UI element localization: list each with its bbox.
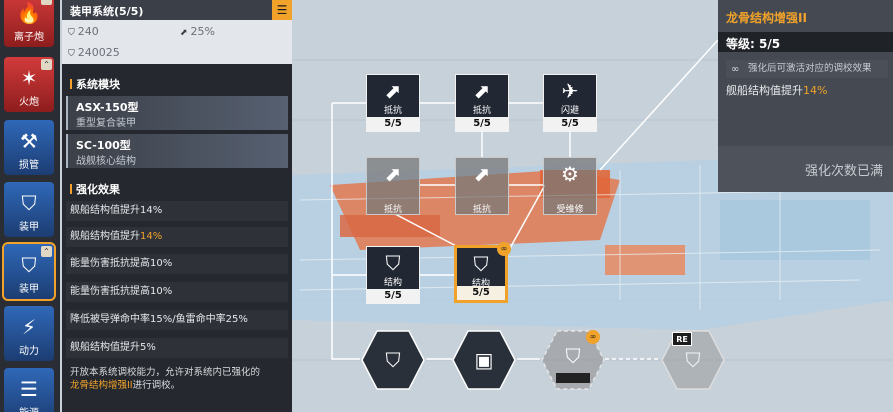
sidebar-item-label: 离子炮 (14, 32, 44, 43)
tree-node-resistance[interactable]: ⬈ 抵抗 5/5 (366, 74, 420, 132)
system-stats: ⛉240 ⬈25% ⛉240025 (62, 20, 292, 64)
structure-up-icon: ⛉ (385, 251, 401, 275)
sidebar-item-ion-cannon[interactable]: 🔥 ⌃ 离子炮 (4, 0, 54, 47)
hull-stat-icon: ⛉ (68, 49, 75, 59)
hex-slot-locked[interactable]: ⛉ (540, 329, 606, 391)
sidebar-item-label: 损管 (19, 160, 39, 171)
armor-system-panel: 装甲系统(5/5) ☰ ⛉240 ⬈25% ⛉240025 系统模块 ASX-1… (62, 0, 292, 412)
effect-row: 舰船结构值提升14% (66, 201, 288, 221)
hex-slot-armor[interactable]: ⛉ (360, 329, 426, 391)
hex-slot-module[interactable]: ▣ (451, 329, 517, 391)
sidebar-item-artillery[interactable]: ✶ ⌃ 火炮 (4, 57, 54, 112)
sidebar-item-energy[interactable]: ☰ 能源 (4, 368, 54, 412)
module-name: ASX-150型 (76, 101, 139, 114)
tree-node-evasion[interactable]: ✈ 闪避 5/5 (543, 74, 597, 132)
detail-level: 等级: 5/5 (726, 37, 781, 51)
system-sidebar: 🔥 ⌃ 离子炮 ✶ ⌃ 火炮 ⚒ 损管 ⛉ 装甲 ⛉ ⌃ 装甲 ⚡ 动力 ☰ 能… (0, 0, 60, 412)
resistance-up-icon: ⬈ (473, 79, 491, 103)
armor-locked-icon: ⛉ (566, 344, 581, 368)
resistance-up-icon: ⬈ (384, 162, 402, 186)
module-name: SC-100型 (76, 139, 131, 152)
tree-node-structure-selected[interactable]: ⛉ 结构 5/5 ∞ (454, 242, 511, 303)
effect-row: 舰船结构值提升5% (66, 338, 288, 358)
armor-reset-icon: ⛉ (686, 348, 701, 372)
artillery-icon: ✶ (20, 66, 38, 90)
damage-control-icon: ⚒ (20, 129, 38, 153)
module-desc: 战舰核心结构 (76, 156, 136, 167)
modules-section-title: 系统模块 (70, 76, 120, 92)
sidebar-item-armor-2[interactable]: ⛉ ⌃ 装甲 (2, 242, 56, 301)
panel-header: 装甲系统(5/5) ☰ (62, 0, 292, 20)
effect-row: 舰船结构值提升14% (66, 227, 288, 247)
armor-upgrade-icon: ⛉ (386, 348, 401, 372)
structure-up-icon: ⛉ (473, 252, 489, 276)
armor-stat-icon: ⛉ (68, 28, 75, 38)
resistance-up-icon: ⬈ (473, 162, 491, 186)
upgrade-detail-panel: 龙骨结构增强II 等级: 5/5 ∞ 强化后可激活对应的调校效果 舰船结构值提升… (718, 0, 893, 192)
tree-node-structure[interactable]: ⛉ 结构 5/5 (366, 246, 420, 304)
link-icon: ∞ (497, 242, 511, 256)
document-icon[interactable]: ☰ (272, 0, 292, 20)
upgrade-badge-icon: ⌃ (41, 0, 52, 5)
sidebar-item-label: 动力 (19, 346, 39, 357)
module-item[interactable]: SC-100型 战舰核心结构 (66, 134, 288, 168)
armor-stat: ⛉240 (68, 25, 99, 38)
repair-icon: ⚙ (561, 162, 579, 186)
max-upgrade-label: 强化次数已满 (804, 164, 883, 179)
tuning-note: 开放本系统调校能力，允许对系统内已强化的龙骨结构增强II进行调校。 (70, 367, 261, 391)
sidebar-item-label: 火炮 (19, 97, 39, 108)
module-desc: 重型复合装甲 (76, 118, 136, 129)
resistance-up-icon: ⬈ (384, 79, 402, 103)
detail-level-bar: 等级: 5/5 (718, 32, 893, 52)
link-icon: ∞ (586, 330, 600, 344)
sidebar-item-label: 装甲 (19, 284, 39, 295)
tree-node-resistance-locked[interactable]: ⬈ 抵抗 (366, 157, 420, 215)
engine-icon: ⚡ (21, 315, 37, 339)
sidebar-item-armor-1[interactable]: ⛉ 装甲 (4, 182, 54, 237)
upgrade-badge-icon: ⌃ (41, 59, 52, 70)
hull-stat: ⛉240025 (68, 46, 120, 59)
tree-node-repair-locked[interactable]: ⚙ 受维修 (543, 157, 597, 215)
max-upgrade-button[interactable]: 强化次数已满 (718, 146, 893, 192)
resistance-stat-icon: ⬈ (180, 28, 188, 38)
energy-icon: ☰ (20, 377, 38, 401)
sidebar-item-damage-control[interactable]: ⚒ 损管 (4, 120, 54, 175)
tree-node-resistance-locked[interactable]: ⬈ 抵抗 (455, 157, 509, 215)
sidebar-item-label: 装甲 (19, 222, 39, 233)
locked-slot-bar (556, 373, 590, 383)
hex-slot-reset[interactable]: ⛉ (660, 329, 726, 391)
sidebar-item-engine[interactable]: ⚡ 动力 (4, 306, 54, 361)
detail-hint: ∞ 强化后可激活对应的调校效果 (726, 60, 888, 78)
armor-icon: ⛉ (21, 191, 37, 215)
detail-effect: 舰船结构值提升14% (726, 84, 828, 97)
effect-row: 降低被导弹命中率15%/鱼雷命中率25% (66, 310, 288, 330)
module-upgrade-icon: ▣ (475, 348, 494, 372)
re-badge: RE (672, 332, 692, 346)
tree-connectors (331, 39, 890, 360)
effects-section-title: 强化效果 (70, 181, 120, 197)
effect-row: 能量伤害抵抗提高10% (66, 282, 288, 302)
resistance-stat: ⬈25% (180, 25, 215, 38)
module-item[interactable]: ASX-150型 重型复合装甲 (66, 96, 288, 130)
sidebar-item-label: 能源 (4, 404, 54, 412)
evasion-icon: ✈ (561, 79, 579, 103)
panel-title: 装甲系统(5/5) (70, 5, 144, 18)
ion-cannon-icon: 🔥 (16, 1, 42, 25)
effect-row: 能量伤害抵抗提高10% (66, 254, 288, 274)
armor-icon: ⛉ (21, 253, 37, 277)
tree-node-resistance[interactable]: ⬈ 抵抗 5/5 (455, 74, 509, 132)
link-icon: ∞ (731, 64, 740, 75)
detail-title: 龙骨结构增强II (726, 11, 807, 25)
upgrade-badge-icon: ⌃ (41, 246, 52, 257)
